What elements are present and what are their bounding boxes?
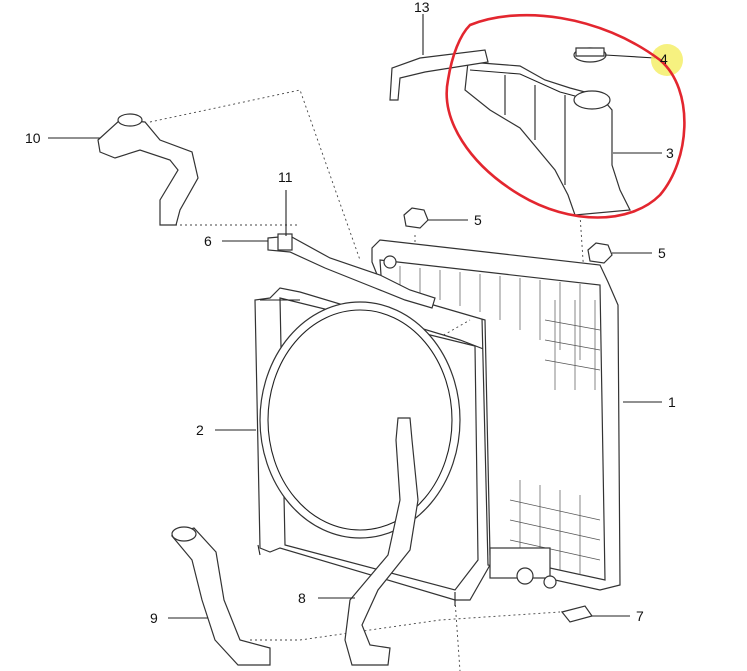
bleed-pipe <box>267 233 436 309</box>
hose-8 <box>344 417 419 666</box>
highlight-ring <box>445 13 686 219</box>
fan-shroud <box>254 287 491 606</box>
callout-3: 3 <box>666 145 674 161</box>
lower-hose-9 <box>170 526 271 666</box>
callout-5b: 5 <box>658 245 666 261</box>
callout-8: 8 <box>298 590 306 606</box>
expansion-tank <box>464 61 631 216</box>
highlight-marker <box>651 44 683 76</box>
callout-5a: 5 <box>474 212 482 228</box>
callout-13: 13 <box>414 0 430 15</box>
callout-4: 4 <box>660 51 668 67</box>
callout-10: 10 <box>25 130 41 146</box>
callout-9: 9 <box>150 610 158 626</box>
mount-nut-5a <box>403 207 429 229</box>
callout-7: 7 <box>636 608 644 624</box>
radiator-core <box>371 239 621 591</box>
vent-hose-13 <box>389 49 489 101</box>
callout-2: 2 <box>196 422 204 438</box>
callout-11: 11 <box>278 169 293 185</box>
upper-hose-10 <box>97 113 199 226</box>
leader-lines <box>48 14 662 619</box>
callout-6: 6 <box>204 233 212 249</box>
callout-1: 1 <box>668 394 676 410</box>
mount-nut-5b <box>587 242 613 264</box>
clip-7 <box>560 605 593 623</box>
expansion-cap <box>573 47 607 63</box>
callout-labels: 1 2 3 4 5 5 6 7 8 9 10 11 13 <box>25 0 676 626</box>
